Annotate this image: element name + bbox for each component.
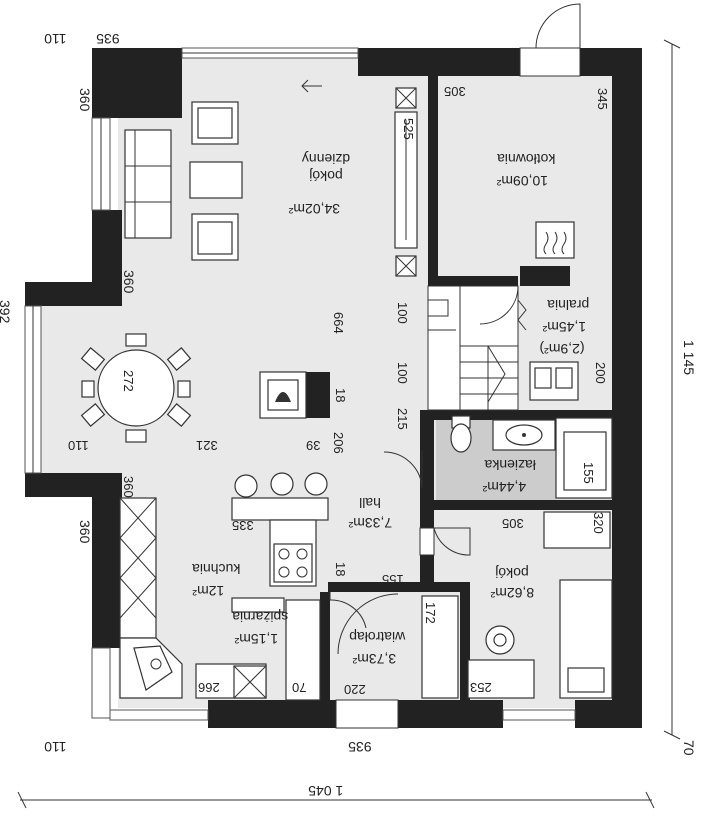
dim-room-305: 305 [502,516,524,531]
room-laundry-name: pralnia [547,297,589,313]
dimension-lines [17,39,681,809]
room-vestibule-name: wiatrołap [349,629,406,645]
dim-table-272: 272 [121,370,136,392]
dim-bar-18b: 18 [333,562,348,576]
dim-dining-gap: 110 [68,438,89,453]
room-hall-area: 7,33m² [348,515,392,531]
dim-boiler-width: 305 [444,84,466,99]
dim-vest-172: 172 [423,602,438,624]
dim-stair-100a: 100 [395,302,410,324]
fireplace [259,371,307,419]
room-kitchen-area: 12m² [192,583,224,599]
room-room-name: pokój [495,565,528,581]
dim-room-253: 253 [470,680,492,695]
bathroom-fixtures [450,415,613,499]
dim-vest-220: 220 [344,682,366,697]
dim-pantry-70: 70 [292,680,306,695]
dim-left-lower: 360 [77,520,93,544]
room-vestibule-area: 3,73m² [352,651,396,667]
dim-right-total: 1 145 [681,340,697,375]
windows [24,47,576,721]
dining-table [80,333,192,443]
dim-hall-155: 155 [382,572,404,587]
dim-left-mid: 360 [121,270,137,294]
dim-bottom-main: 935 [348,739,372,755]
room-laundry-area: 1,45m² [542,319,586,335]
room-bathroom-name: łazienka [484,457,536,473]
kitchen-fixtures [119,472,367,701]
room-pantry-area: 1,15m² [234,631,278,647]
dimension-labels: 110 935 110 935 1 045 360 392 360 360 1 … [0,31,697,799]
stairs [427,285,519,411]
room-living-name: pokójdzienny [302,151,350,184]
dim-boiler-side: 345 [595,88,610,110]
dim-living-width: 515 [122,84,144,99]
dim-bottom-total: 1 045 [308,783,343,799]
dim-left-bay: 392 [0,300,13,324]
living-furniture [124,79,418,277]
dim-bottom-left: 110 [44,739,67,755]
dim-kitchen-266: 266 [198,680,220,695]
dim-top-main: 935 [96,31,120,47]
dim-stair-100b: 100 [395,362,410,384]
room-room-area: 8,62m² [490,585,534,601]
dim-stair-664: 664 [331,312,346,334]
walls [25,48,642,728]
dim-bar-18a: 18 [333,388,348,402]
dim-dining-width: 321 [196,438,218,453]
room-boiler-name: kotłownia [497,151,556,167]
dim-bath-155: 155 [581,462,596,484]
dim-stair-215: 215 [395,408,410,430]
dim-top-left: 110 [44,31,67,47]
room-furniture [467,511,613,699]
boiler-door [519,3,581,77]
dim-cab-525: 525 [401,118,416,140]
laundry-fixtures [479,285,579,401]
dim-column-39: 39 [306,438,320,453]
room-bathroom-area: 4,44m² [482,479,526,495]
room-boiler-area: 10,09m² [496,173,548,189]
room-hall-name: hall [359,495,381,511]
hall-doors [383,450,471,556]
room-labels: pokójdzienny 34,02m² kotłownia 10,09m² p… [192,151,589,667]
dim-right-bottom: 70 [681,740,697,756]
dim-hall-206: 206 [331,432,346,454]
dim-kitchen-335: 335 [232,518,254,533]
dim-room-320: 320 [591,512,606,534]
boiler-icon [535,221,575,259]
room-kitchen-name: kuchnia [192,561,240,577]
room-laundry-extra: (2,9m²) [539,341,584,357]
vestibule-fixtures [335,593,459,729]
dim-laundry-200: 200 [593,362,608,384]
dim-kitchen-360: 360 [121,476,136,498]
room-pantry-name: spiżarnia [232,609,288,625]
dim-left-top: 360 [77,88,93,112]
room-living-area: 34,02m² [288,201,340,217]
inner-dimension-labels: 515 305 345 525 110 321 39 664 100 100 2… [68,84,610,697]
